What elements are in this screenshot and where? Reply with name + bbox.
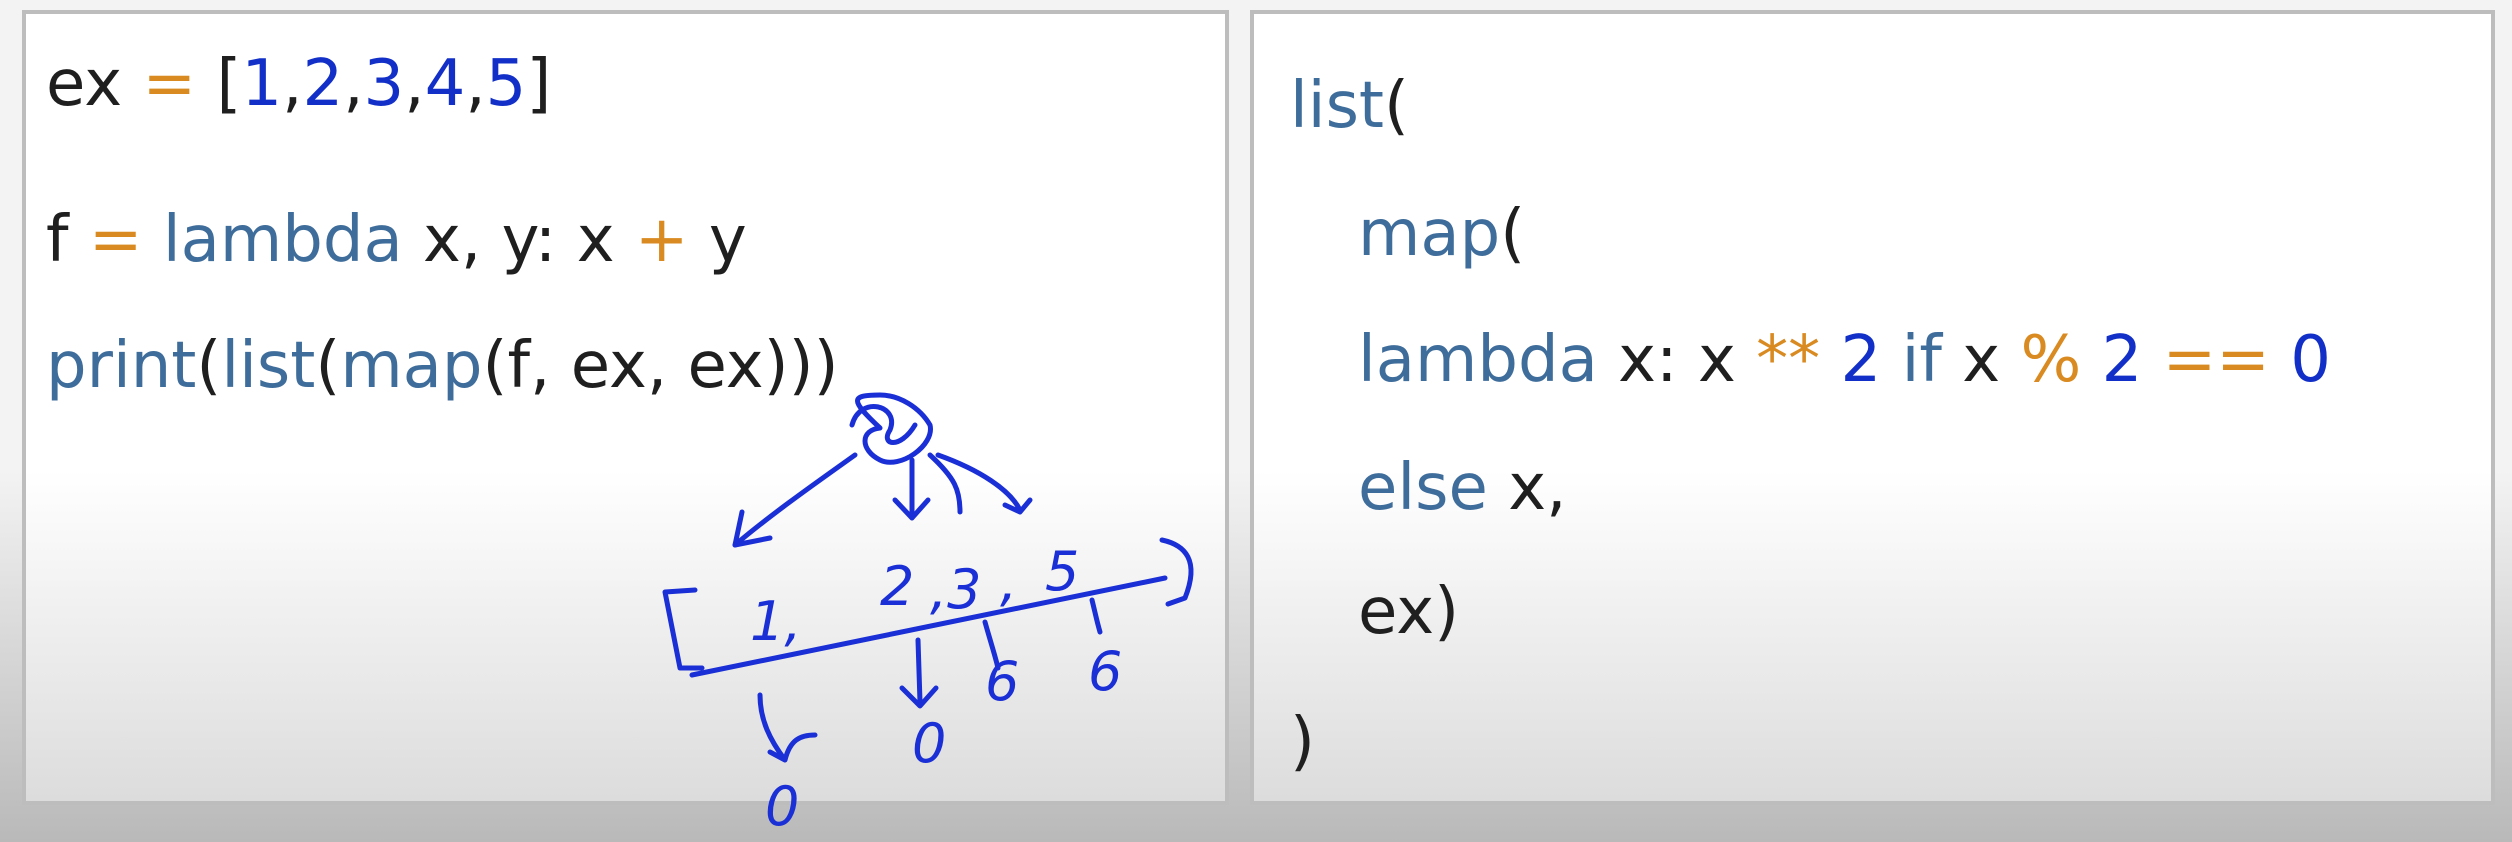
code-line-4: else x,: [1358, 450, 1566, 526]
left-code-panel: ex = [1,2,3,4,5] f = lambda x, y: x + y …: [22, 10, 1229, 805]
code-token: map: [340, 329, 483, 403]
code-token: 2: [2101, 323, 2143, 397]
code-line-6: ): [1290, 704, 1315, 780]
code-token: map: [1358, 197, 1501, 271]
code-token: =: [88, 203, 143, 277]
code-token: (: [196, 329, 222, 403]
code-token: print: [46, 329, 197, 403]
code-token: 0: [2290, 323, 2331, 397]
code-token: x: x: [1597, 323, 1757, 397]
code-token: (: [1500, 197, 1526, 271]
code-token: +: [634, 203, 689, 277]
code-token: 2: [302, 47, 344, 121]
code-token: ex): [1358, 575, 1460, 649]
code-token: (f, ex, ex))): [482, 329, 839, 403]
code-line-2: f = lambda x, y: x + y: [46, 202, 747, 278]
code-token: ,: [465, 47, 486, 121]
code-token: 5: [485, 47, 527, 121]
code-line-3: print(list(map(f, ex, ex))): [46, 328, 839, 404]
code-token: f: [46, 203, 89, 277]
code-token: ex: [46, 47, 143, 121]
code-token: (: [315, 329, 341, 403]
code-token: x, y: x: [402, 203, 635, 277]
code-token: ,: [282, 47, 303, 121]
code-token: =: [142, 47, 197, 121]
code-line-2: map(: [1358, 196, 1525, 272]
code-token: lambda: [162, 203, 403, 277]
code-token: [2270, 323, 2290, 397]
code-line-5: ex): [1358, 574, 1459, 650]
code-token: [: [196, 47, 242, 121]
code-token: lambda: [1358, 323, 1598, 397]
code-token: 2: [1840, 323, 1882, 397]
code-token: y: [688, 203, 747, 277]
code-token: if: [1901, 323, 1942, 397]
code-token: [1881, 323, 1901, 397]
code-token: ==: [2162, 323, 2270, 397]
code-token: 1: [241, 47, 283, 121]
code-token: ,: [343, 47, 364, 121]
code-token: [2081, 323, 2101, 397]
code-line-1: ex = [1,2,3,4,5]: [46, 46, 551, 122]
code-token: 4: [424, 47, 466, 121]
code-token: [143, 203, 163, 277]
code-token: ): [1290, 705, 1315, 779]
code-token: else: [1358, 451, 1488, 525]
code-token: ,: [404, 47, 425, 121]
code-token: (: [1384, 69, 1409, 143]
code-token: **: [1756, 323, 1821, 397]
code-line-3: lambda x: x ** 2 if x % 2 == 0: [1358, 322, 2331, 398]
code-token: 3: [363, 47, 405, 121]
code-token: %: [2020, 323, 2082, 397]
code-token: [1820, 323, 1840, 397]
code-token: x: [1941, 323, 2021, 397]
code-line-1: list(: [1290, 68, 1409, 144]
code-token: list: [221, 329, 316, 403]
code-token: x,: [1487, 451, 1567, 525]
code-token: list: [1290, 69, 1384, 143]
right-code-panel: list( map( lambda x: x ** 2 if x % 2 == …: [1250, 10, 2495, 805]
code-token: ]: [526, 47, 552, 121]
code-token: [2142, 323, 2162, 397]
